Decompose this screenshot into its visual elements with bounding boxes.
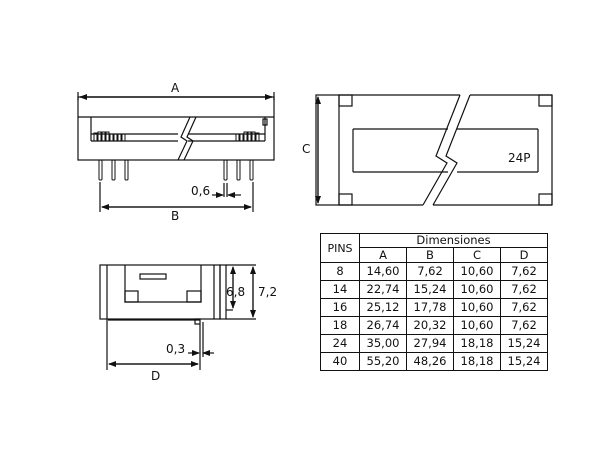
pin-width-label: 0,6 xyxy=(191,184,211,198)
cell-a: 14,60 xyxy=(359,262,407,281)
cell-b: 27,94 xyxy=(406,334,454,353)
cell-d: 15,24 xyxy=(500,352,548,371)
dimension-label-d: D xyxy=(151,369,161,383)
height-inner-label: 6,8 xyxy=(226,285,246,299)
dimensions-header: Dimensiones xyxy=(359,233,548,248)
column-header-d: D xyxy=(500,247,548,263)
cell-a: 55,20 xyxy=(359,352,407,371)
height-outer-label: 7,2 xyxy=(258,285,278,299)
cell-d: 7,62 xyxy=(500,298,548,317)
table-row: 24 35,00 27,94 18,18 15,24 xyxy=(320,334,548,353)
pins-cell: 8 xyxy=(320,262,360,281)
pins-cell: 18 xyxy=(320,316,360,335)
cell-b: 20,32 xyxy=(406,316,454,335)
cell-c: 10,60 xyxy=(453,262,501,281)
cell-a: 22,74 xyxy=(359,280,407,299)
pins-header: PINS xyxy=(320,233,360,263)
cell-c: 18,18 xyxy=(453,352,501,371)
cell-c: 18,18 xyxy=(453,334,501,353)
cell-b: 7,62 xyxy=(406,262,454,281)
cell-a: 25,12 xyxy=(359,298,407,317)
table-row: 18 26,74 20,32 10,60 7,62 xyxy=(320,316,548,335)
pins-cell: 14 xyxy=(320,280,360,299)
pin-count-marking: 24P xyxy=(508,151,531,165)
cell-c: 10,60 xyxy=(453,280,501,299)
pin-thickness-label: 0,3 xyxy=(166,342,186,356)
pins-cell: 24 xyxy=(320,334,360,353)
cell-c: 10,60 xyxy=(453,316,501,335)
cell-b: 15,24 xyxy=(406,280,454,299)
cell-d: 7,62 xyxy=(500,280,548,299)
dimension-label-c: C xyxy=(302,142,311,156)
column-header-c: C xyxy=(453,247,501,263)
side-view xyxy=(99,264,256,370)
cell-c: 10,60 xyxy=(453,298,501,317)
pins-cell: 16 xyxy=(320,298,360,317)
top-view xyxy=(315,94,553,206)
pins-cell: 40 xyxy=(320,352,360,371)
cell-a: 26,74 xyxy=(359,316,407,335)
dimensions-table: PINS Dimensiones A B C D 8 14,60 7,62 10… xyxy=(320,233,548,371)
cell-d: 7,62 xyxy=(500,316,548,335)
dimension-label-b: B xyxy=(171,209,180,223)
table-row: 8 14,60 7,62 10,60 7,62 xyxy=(320,262,548,281)
front-view xyxy=(77,92,275,212)
table-row: 14 22,74 15,24 10,60 7,62 xyxy=(320,280,548,299)
cell-d: 15,24 xyxy=(500,334,548,353)
dimension-label-a: A xyxy=(171,81,180,95)
table-row: 16 25,12 17,78 10,60 7,62 xyxy=(320,298,548,317)
table-row: 40 55,20 48,26 18,18 15,24 xyxy=(320,352,548,371)
column-header-a: A xyxy=(359,247,407,263)
cell-b: 17,78 xyxy=(406,298,454,317)
cell-a: 35,00 xyxy=(359,334,407,353)
cell-b: 48,26 xyxy=(406,352,454,371)
cell-d: 7,62 xyxy=(500,262,548,281)
column-header-b: B xyxy=(406,247,454,263)
